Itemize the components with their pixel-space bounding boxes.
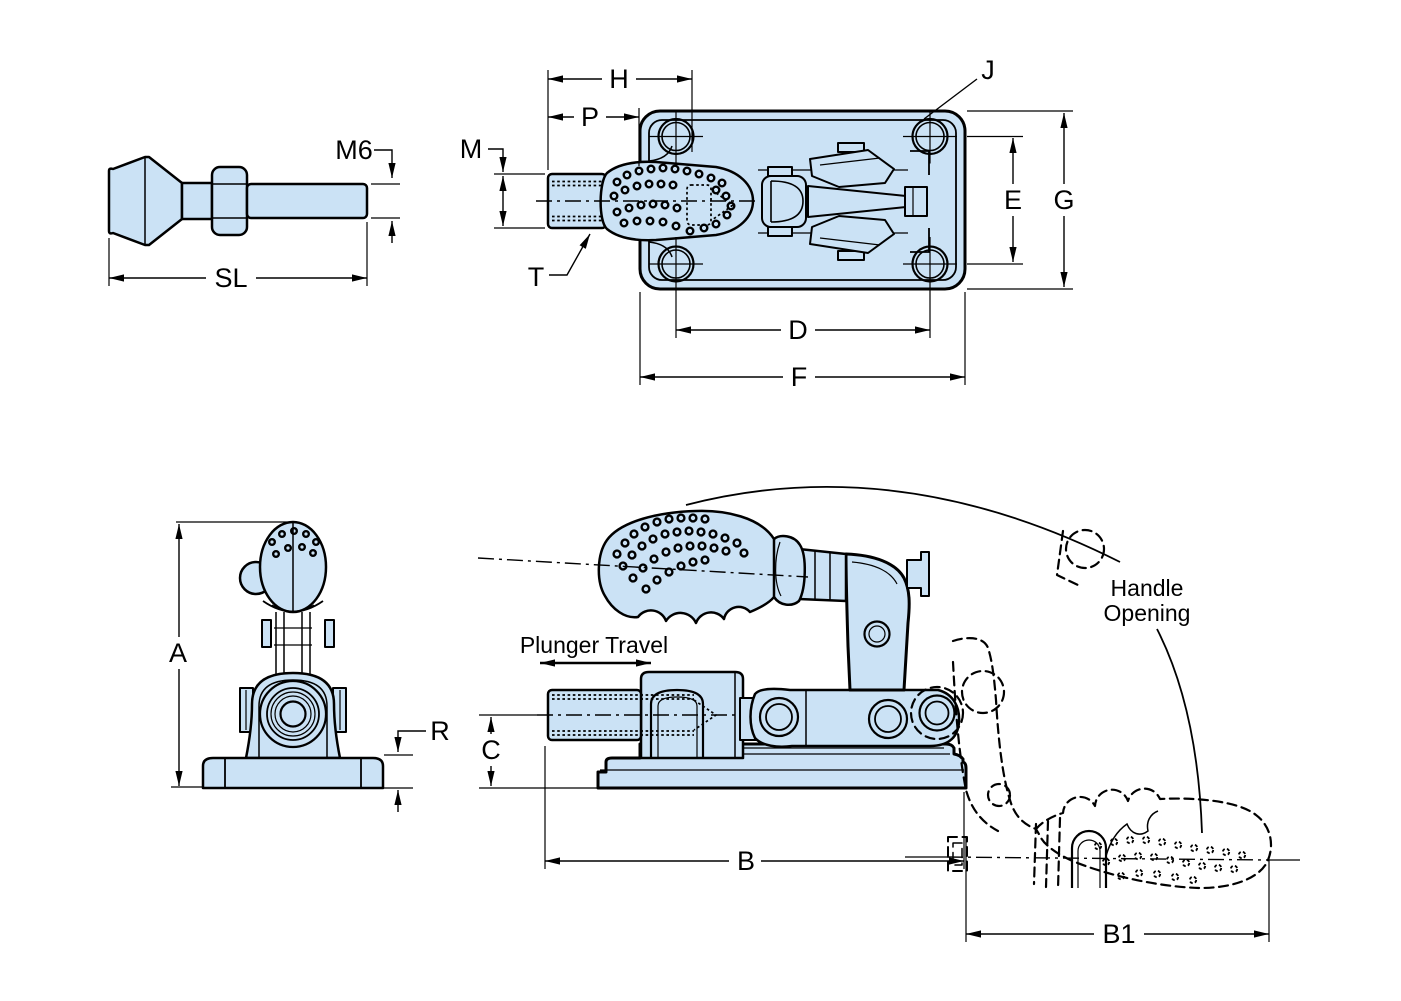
- dim-label-g: G: [1053, 185, 1074, 215]
- dim-label-b1: B1: [1102, 919, 1135, 949]
- dim-label-e: E: [1004, 185, 1022, 215]
- clevis-block-top: [761, 175, 807, 228]
- dim-b1: B1: [965, 838, 1270, 951]
- dim-sl: SL: [108, 222, 368, 294]
- plunger-threads-top: [552, 180, 602, 222]
- front-base-flange: [201, 756, 385, 790]
- front-view: A R: [163, 520, 450, 812]
- dim-m6: M6: [335, 135, 400, 243]
- mounting-hole-top-right: [903, 109, 957, 164]
- dim-label-a: A: [169, 638, 187, 668]
- side-link-bar: [749, 687, 961, 748]
- dim-label-r: R: [430, 716, 450, 746]
- dim-label-f: F: [791, 362, 808, 392]
- dim-c: C: [476, 717, 597, 789]
- dim-label-h: H: [609, 64, 629, 94]
- handle-opening-leader: [1156, 628, 1203, 834]
- dim-g: G: [967, 110, 1079, 290]
- open-grip-outline: [1034, 787, 1273, 890]
- dim-label-d: D: [788, 315, 808, 345]
- spindle-shaft: [245, 182, 369, 220]
- handle-opening-label-line1: Handle: [1111, 575, 1184, 601]
- dim-a: A: [163, 521, 297, 788]
- dim-p: P: [548, 102, 640, 166]
- dim-label-j: J: [981, 55, 995, 85]
- dim-d: D: [675, 291, 931, 346]
- knob-texture-dots-top: [609, 163, 736, 236]
- front-linkage-column: [274, 612, 312, 674]
- dim-e: E: [967, 135, 1028, 265]
- front-bearing-circles: [258, 679, 328, 749]
- mounting-hole-bottom-right: [903, 237, 957, 291]
- pivot-pins: [758, 694, 956, 740]
- dim-label-sl: SL: [214, 263, 247, 293]
- dim-plunger-travel: Plunger Travel: [520, 632, 668, 667]
- front-knob-dots: [268, 527, 321, 559]
- mounting-holes: [649, 109, 957, 291]
- dim-h: H: [547, 64, 693, 170]
- dim-j: J: [923, 55, 995, 120]
- dim-label-p: P: [581, 102, 599, 132]
- handle-open-position: [905, 528, 1300, 891]
- dim-r: R: [384, 716, 450, 812]
- dim-f: F: [639, 292, 966, 393]
- dim-t: T: [528, 233, 591, 292]
- dim-m: M: [460, 134, 545, 229]
- dim-label-plunger-travel: Plunger Travel: [520, 632, 668, 658]
- handle-opening-arc: [685, 486, 1121, 563]
- mounting-hole-bottom-left: [649, 237, 703, 291]
- handle-opening-label-line2: Opening: [1104, 600, 1191, 626]
- handle-neck: [797, 547, 848, 603]
- hex-nut: [210, 165, 249, 237]
- handle-hub-tab: [906, 551, 930, 597]
- dim-b: B: [544, 746, 965, 877]
- side-view: Handle Opening Plunger Travel C B B1: [476, 486, 1300, 951]
- spindle-neck: [180, 181, 214, 221]
- dim-label-b: B: [737, 846, 755, 876]
- dim-label-m: M: [460, 134, 483, 164]
- spindle-view: M6 SL: [107, 135, 400, 294]
- dim-label-c: C: [481, 735, 501, 765]
- top-view: H P M T J E: [460, 55, 1079, 393]
- dim-label-m6: M6: [335, 135, 373, 165]
- handle-grip: [597, 509, 776, 625]
- dim-label-t: T: [528, 262, 545, 292]
- handle-hub-tab-top: [904, 186, 928, 217]
- mounting-hole-top-left: [649, 109, 703, 164]
